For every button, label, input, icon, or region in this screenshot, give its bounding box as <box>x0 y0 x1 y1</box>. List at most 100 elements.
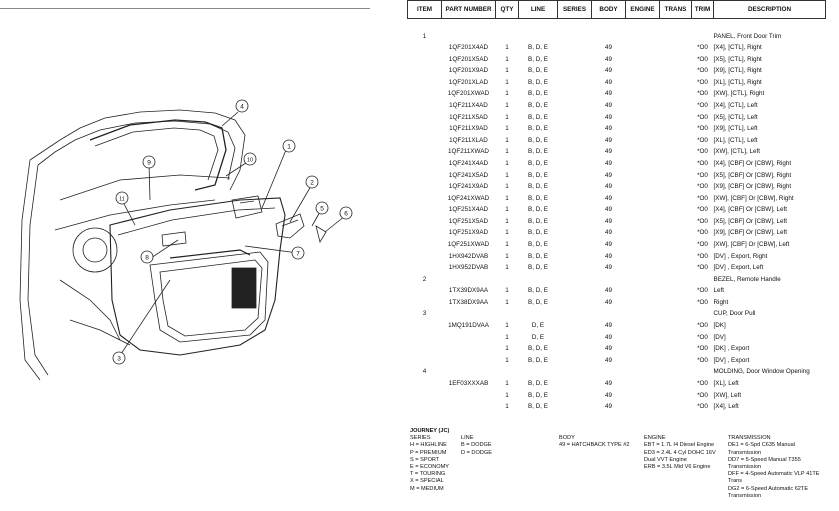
cell-qty: 1 <box>505 44 509 52</box>
cell-trim: *O0 <box>697 194 708 202</box>
cell-trim: *O0 <box>697 90 708 98</box>
header-rule <box>0 8 370 9</box>
cell-series <box>558 343 592 355</box>
cell-trim: *O0 <box>697 206 708 214</box>
cell-part: 1QF201X5AD <box>448 55 489 63</box>
cell-qty: 1 <box>505 356 509 364</box>
cell-desc: [XL], Left <box>713 379 739 387</box>
cell-engine <box>626 123 660 135</box>
legend-entry: B = DODGE <box>461 442 492 449</box>
cell-trans <box>660 308 692 320</box>
cell-body <box>592 31 626 43</box>
header-item: ITEM <box>407 0 442 19</box>
cell-desc: BEZEL, Remote Handle <box>713 275 781 283</box>
cell-line: B, D, E <box>528 391 548 399</box>
cell-trim <box>692 31 714 43</box>
cell-line: B, D, E <box>528 102 548 110</box>
cell-trans <box>660 366 692 378</box>
cell-qty: 1 <box>505 240 509 248</box>
cell-line: B, D, E <box>528 113 548 121</box>
callout-4 <box>235 99 249 113</box>
cell-part: 1HX952DVAB <box>448 264 489 272</box>
cell-part: 1QF241X5AD <box>448 171 489 179</box>
cell-qty: 1 <box>505 379 509 387</box>
cell-series <box>558 227 592 239</box>
cell-part: 1QF251X9AD <box>448 229 489 237</box>
cell-body <box>592 308 626 320</box>
cell-engine <box>626 42 660 54</box>
cell-engine <box>626 239 660 251</box>
cell-body: 49 <box>604 298 612 306</box>
cell-part: 1TX39DX9AA <box>448 287 489 295</box>
legend-entry: ED3 = 2.4L 4 Cyl DOHC 16V <box>644 449 716 456</box>
cell-trans <box>660 123 692 135</box>
cell-body <box>592 274 626 286</box>
cell-item <box>408 216 442 228</box>
legend-entry: E = ECONOMY <box>410 464 450 471</box>
table-row <box>408 19 826 31</box>
cell-series <box>558 320 592 332</box>
cell-line: B, D, E <box>528 67 548 75</box>
header-engine: ENGINE <box>625 0 660 19</box>
header-line: LINE <box>518 0 558 19</box>
cell-trans <box>660 320 692 332</box>
cell-part <box>442 366 496 378</box>
cell-series <box>558 251 592 263</box>
cell-line: B, D, E <box>528 403 548 411</box>
cell-desc: PANEL, Front Door Trim <box>713 32 782 40</box>
cell-series <box>558 100 592 112</box>
cell-desc: [XW], Left <box>713 391 742 399</box>
cell-part: 1QF251X4AD <box>448 206 489 214</box>
cell-part: 1QF201XWAD <box>447 90 490 98</box>
cell-part: 1QF201XLAD <box>448 78 489 86</box>
cell-part: 1QF211XLAD <box>449 136 488 144</box>
cell-series <box>558 88 592 100</box>
cell-item <box>408 251 442 263</box>
cell-body: 49 <box>604 102 612 110</box>
cell-line <box>519 308 558 320</box>
cell-line: B, D, E <box>528 148 548 156</box>
cell-body: 49 <box>604 44 612 52</box>
cell-desc: [X4], [CBF] Or [CBW], Right <box>713 159 792 167</box>
cell-body: 49 <box>604 345 612 353</box>
cell-desc: [XL], [CTL], Left <box>713 136 758 144</box>
cell-part: 1QF241XWAD <box>447 194 490 202</box>
callout-label: 7 <box>296 250 300 257</box>
cell-item <box>408 42 442 54</box>
cell-desc: [XL], [CTL], Right <box>713 78 762 86</box>
cell-series <box>558 146 592 158</box>
body-list: 49 = HATCHBACK TYPE #2 <box>559 442 630 449</box>
cell-item <box>408 227 442 239</box>
legend-entry: DG2 = 6-Speed Automatic 62TE <box>728 485 809 492</box>
cell-qty: 1 <box>505 217 509 225</box>
cell-series <box>558 123 592 135</box>
legend-entry: Transmission <box>728 492 762 499</box>
parts-table: ITEM PART NUMBER QTY LINE SERIES BODY EN… <box>407 0 826 413</box>
cell-trans <box>660 355 692 367</box>
cell-desc: CUP, Door Pull <box>713 310 756 318</box>
callout-8 <box>140 250 154 264</box>
engine-title: ENGINE <box>644 435 666 442</box>
cell-qty: 1 <box>505 159 509 167</box>
cell-item <box>408 170 442 182</box>
header-series: SERIES <box>557 0 592 19</box>
cell-part: 1MQ191DVAA <box>448 322 489 330</box>
cell-trim <box>692 274 714 286</box>
cell-engine <box>626 77 660 89</box>
cell-part: 1QF201X9AD <box>448 67 489 75</box>
cell-part: 1QF211X4AD <box>449 102 488 110</box>
callout-7 <box>291 246 305 260</box>
cell-qty <box>496 274 519 286</box>
cell-engine <box>626 216 660 228</box>
cell-body: 49 <box>604 171 612 179</box>
cell-engine <box>626 274 660 286</box>
cell-line: B, D, E <box>528 78 548 86</box>
cell-trim: *O0 <box>697 333 708 341</box>
